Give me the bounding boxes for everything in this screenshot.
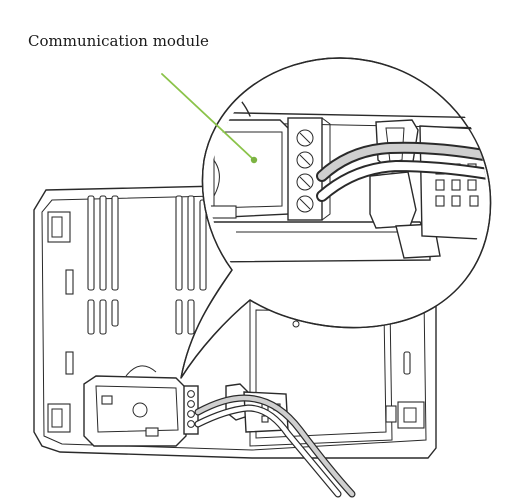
cables-small: [194, 394, 356, 498]
communication-module-small: [83, 365, 199, 447]
zoomed-detail: [210, 75, 486, 263]
mounting-slots-left: [47, 211, 74, 433]
leader-line: [161, 73, 258, 164]
ventilation-slots: [87, 195, 207, 335]
communication-module-label: Communication module: [28, 32, 209, 50]
